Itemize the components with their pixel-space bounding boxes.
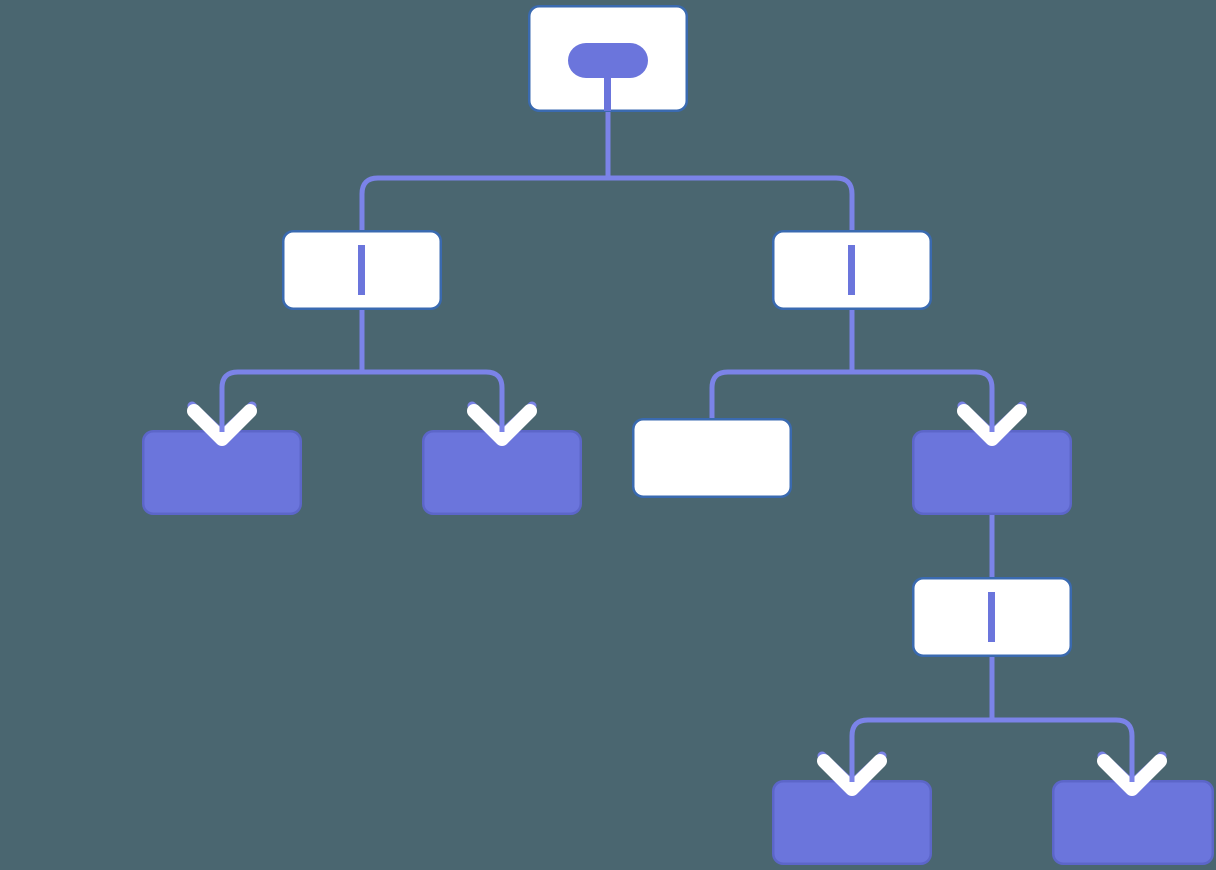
level4-white-node-glyph-line <box>988 592 995 642</box>
arrowhead-leaf-4-chevron <box>817 754 887 796</box>
connector-edges <box>219 112 1135 792</box>
edge-level4-to-leaf2 <box>992 717 1135 792</box>
diagram-nodes <box>142 5 1214 865</box>
level3-white-node[interactable] <box>632 418 792 498</box>
level2-left-node-glyph-line <box>358 245 365 295</box>
level2-right-node[interactable] <box>772 230 932 310</box>
arrowheads <box>187 398 1167 796</box>
edge-level2-right-to-purple <box>852 369 995 442</box>
root-node[interactable] <box>528 5 688 112</box>
edge-level2-left-to-leaf2 <box>362 369 505 442</box>
edge-level2-right-to-white <box>709 369 852 418</box>
arrowhead-leaf-5 <box>1097 748 1167 796</box>
arrowhead-leaf-2-chevron <box>467 404 537 446</box>
root-glyph-pill <box>568 43 648 78</box>
arrowhead-leaf-3-chevron <box>957 404 1027 446</box>
arrowhead-leaf-1 <box>187 398 257 446</box>
arrowhead-leaf-3 <box>957 398 1027 446</box>
arrowhead-leaf-4 <box>817 748 887 796</box>
root-glyph-stem <box>604 76 611 111</box>
arrowhead-leaf-5-chevron <box>1097 754 1167 796</box>
level4-white-node[interactable] <box>912 577 1072 657</box>
edge-level4-to-leaf1 <box>849 717 992 792</box>
level3-white-node-body <box>632 418 792 498</box>
level2-right-node-glyph-line <box>848 245 855 295</box>
edge-root-to-level2-right <box>608 175 855 230</box>
edge-level2-left-to-leaf1 <box>219 369 362 442</box>
edge-root-to-level2-left <box>359 175 608 230</box>
arrowhead-leaf-2 <box>467 398 537 446</box>
arrowhead-leaf-1-chevron <box>187 404 257 446</box>
level2-left-node[interactable] <box>282 230 442 310</box>
